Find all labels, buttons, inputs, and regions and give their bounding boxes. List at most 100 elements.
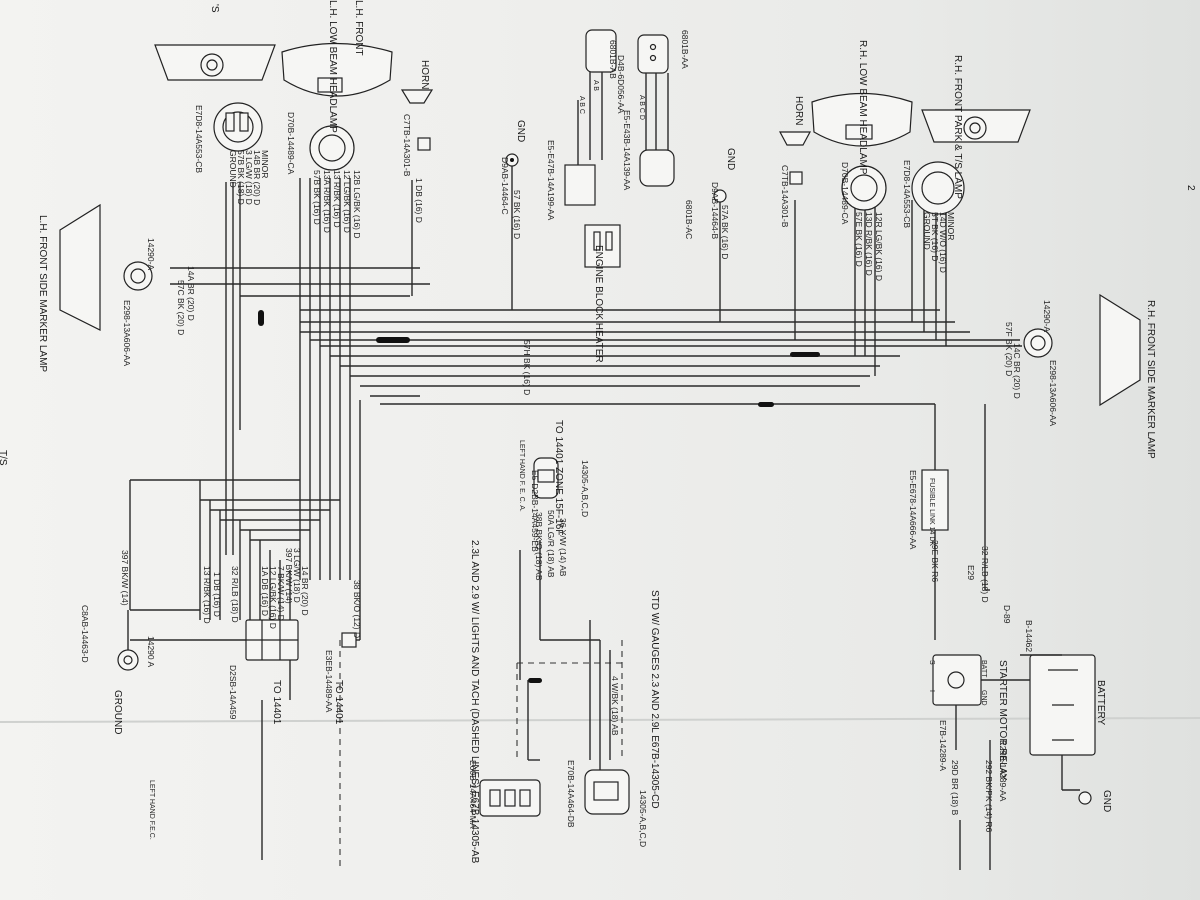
- circuit-ref: 14290 A: [146, 636, 156, 668]
- part-number: D9AB-14464-B: [710, 182, 720, 240]
- circuit-ref: E29: [966, 565, 976, 580]
- relay-pin: I: [928, 690, 935, 692]
- bundle-wire: 7 BK/W (14) D: [276, 566, 286, 621]
- wire-57f-label: 57F BK (20) D: [1004, 322, 1014, 376]
- wire-4-label: 4 W/BK (18) AB: [610, 676, 620, 736]
- lower-bundle: [127, 400, 361, 870]
- lh-side-marker-label: L.H. FRONT SIDE MARKER LAMP: [37, 215, 48, 372]
- circuit-ref: 14305-A,B,C,D: [580, 460, 590, 517]
- std-gauges-label: STD W/ GAUGES 2.3 AND 2.9L E67B-14305-CD: [649, 590, 660, 809]
- part-number: D70B-14489-CA: [840, 162, 850, 225]
- rh-plug-wire: 57E BK (16) D: [854, 212, 864, 267]
- main-harness: [170, 267, 1022, 683]
- vertical-drops: [225, 165, 990, 640]
- relay-pin: BATT: [980, 660, 987, 678]
- relay-pin: GND: [980, 690, 987, 706]
- horn-label-r: HORN: [793, 96, 804, 125]
- wire-57-gnd-label: 57 BK (16) D: [512, 190, 522, 239]
- to-14401-label-2: TO 14401: [333, 680, 344, 725]
- heater-connectors: [564, 29, 675, 268]
- left-hand-fec-r-label: LEFT HAND F.E.C.: [148, 780, 155, 840]
- splice-1: [376, 337, 410, 343]
- part-number: E7B-14289-A: [938, 720, 948, 771]
- rh-park-lamp: [911, 109, 1031, 215]
- bundle-wire: 397 BK/W (14): [284, 548, 294, 604]
- horn-label-l: HORN: [419, 60, 430, 89]
- left-edge-fragment: T/S: [0, 450, 8, 466]
- gnd-label-l: GND: [515, 120, 526, 142]
- part-number: D9AB-14464-C: [500, 157, 510, 215]
- rh-plug-wire: 12R LG/BK (16) D: [874, 212, 884, 281]
- harness-block: A B C: [578, 96, 585, 114]
- circuit-ref: 6801B-AB: [608, 40, 618, 79]
- lh-horn: [400, 89, 434, 151]
- wire-292-label: 292 BK/PK (14) R6: [984, 760, 994, 833]
- lh-plug-wire: 13A R/BK (16) D: [322, 170, 332, 233]
- page-number: 2: [1185, 185, 1196, 191]
- part-number: E60B-14A464-MA: [468, 760, 478, 829]
- circuit-ref: 14290-A: [146, 238, 156, 270]
- splice-2: [790, 352, 820, 357]
- engine-heater-label: ENGINE BLOCK HEATER: [593, 245, 604, 363]
- wire-57c-label: 57C BK (20) D: [176, 280, 186, 335]
- splice-3: [758, 402, 774, 407]
- part-number: B-14462: [1024, 620, 1034, 652]
- wire-38-label: 38 BK/O (12) D: [352, 580, 362, 638]
- lh-plug-wire: 12 LG/BK (16) D: [342, 170, 352, 233]
- to-14401-zone-label: TO 14401 ZONE 15F-16F: [553, 420, 564, 535]
- circuit-ref: 14290-A: [1042, 300, 1052, 332]
- lh-plug-wire: 57B BK (16) D: [312, 170, 322, 225]
- rh-park-wire: 5T BK (16) D: [930, 212, 940, 261]
- bundle-wire: 12 LG/BK (16) D: [268, 566, 278, 629]
- circuit-ref: 6801B-AA: [680, 30, 690, 69]
- lh-park-wire: 3 LG/W (18) D: [244, 150, 254, 205]
- lh-plug-wire: 13 R/BK (16) D: [332, 170, 342, 228]
- bundle-wire: 13 R/BK (16) D: [202, 566, 212, 624]
- part-number: D4B-6D056-AA: [616, 55, 626, 114]
- part-number: E70B-14A464-DB: [566, 760, 576, 828]
- rh-side-marker-label: R.H. FRONT SIDE MARKER LAMP: [1145, 300, 1156, 459]
- harness-block: A B: [592, 80, 599, 91]
- part-number: E29B-14289-AA: [998, 740, 1008, 802]
- splice-5: [528, 678, 542, 683]
- circuit-ref: 14305-A,B,C,D: [638, 790, 648, 847]
- part-number: E5-E47B-14A199-AA: [546, 140, 556, 221]
- starter-relay: [932, 654, 1030, 870]
- bundle-wire: 14 BR (20) D: [300, 566, 310, 616]
- splice-4: [258, 310, 264, 326]
- wire-14c-label: 14C BR (20) D: [1012, 343, 1022, 399]
- fusible-link: [921, 469, 949, 531]
- wire-36-label: 36 Y/W (14) AB: [558, 518, 568, 577]
- tach-connectors: [479, 769, 630, 817]
- ground-label: GROUND: [112, 690, 123, 734]
- rh-park-wire: GROUND: [922, 212, 932, 250]
- part-number: E298-13A606-AA: [1048, 360, 1058, 426]
- to-14401-label-1: TO 14401: [271, 680, 282, 725]
- fec-connector: [533, 457, 559, 499]
- lh-park-lamp: [154, 44, 276, 152]
- bundle-wire: 3 LG/W (18) D: [292, 548, 302, 603]
- wire-57a-gnd-label: 57A BK (16) D: [720, 205, 730, 259]
- part-number: E5-E678-14A666-AA: [908, 470, 918, 550]
- right-lower: [516, 540, 625, 770]
- page-text: 2 'S T/S R.H. FRONT SIDE MARKER LAMP R.H…: [0, 0, 1196, 864]
- lh-park-wire: 57B BK (18) D: [236, 150, 246, 205]
- wire-29e-label: 29E BK R6: [930, 540, 940, 582]
- wire-horn-1-label: 1 DB (16) D: [414, 178, 424, 223]
- battery-label: BATTERY: [1095, 680, 1106, 726]
- top-left-fragment: 'S: [209, 4, 220, 13]
- lh-gnd: [505, 153, 519, 167]
- relay-pin: S: [928, 660, 935, 665]
- rh-park-wire: 14D W/O (16) D: [938, 212, 948, 273]
- ground-symbol: [117, 649, 139, 671]
- rh-low-beam-headlamp: [811, 92, 913, 211]
- lh-low-beam-label: L.H. LOW BEAM HEADLAMP: [327, 0, 338, 133]
- lh-low-beam-headlamp: [281, 42, 393, 171]
- rh-park-wire: MINOR: [946, 212, 956, 240]
- wire-397-label: 397 BK/W (14): [120, 550, 130, 606]
- rh-gnd-horn: [713, 131, 812, 203]
- lh-front-frag-label: L.H. FRONT: [353, 0, 364, 56]
- gnd-label-r: GND: [725, 148, 736, 170]
- bundle-wire: 1A DB (16) D: [260, 566, 270, 616]
